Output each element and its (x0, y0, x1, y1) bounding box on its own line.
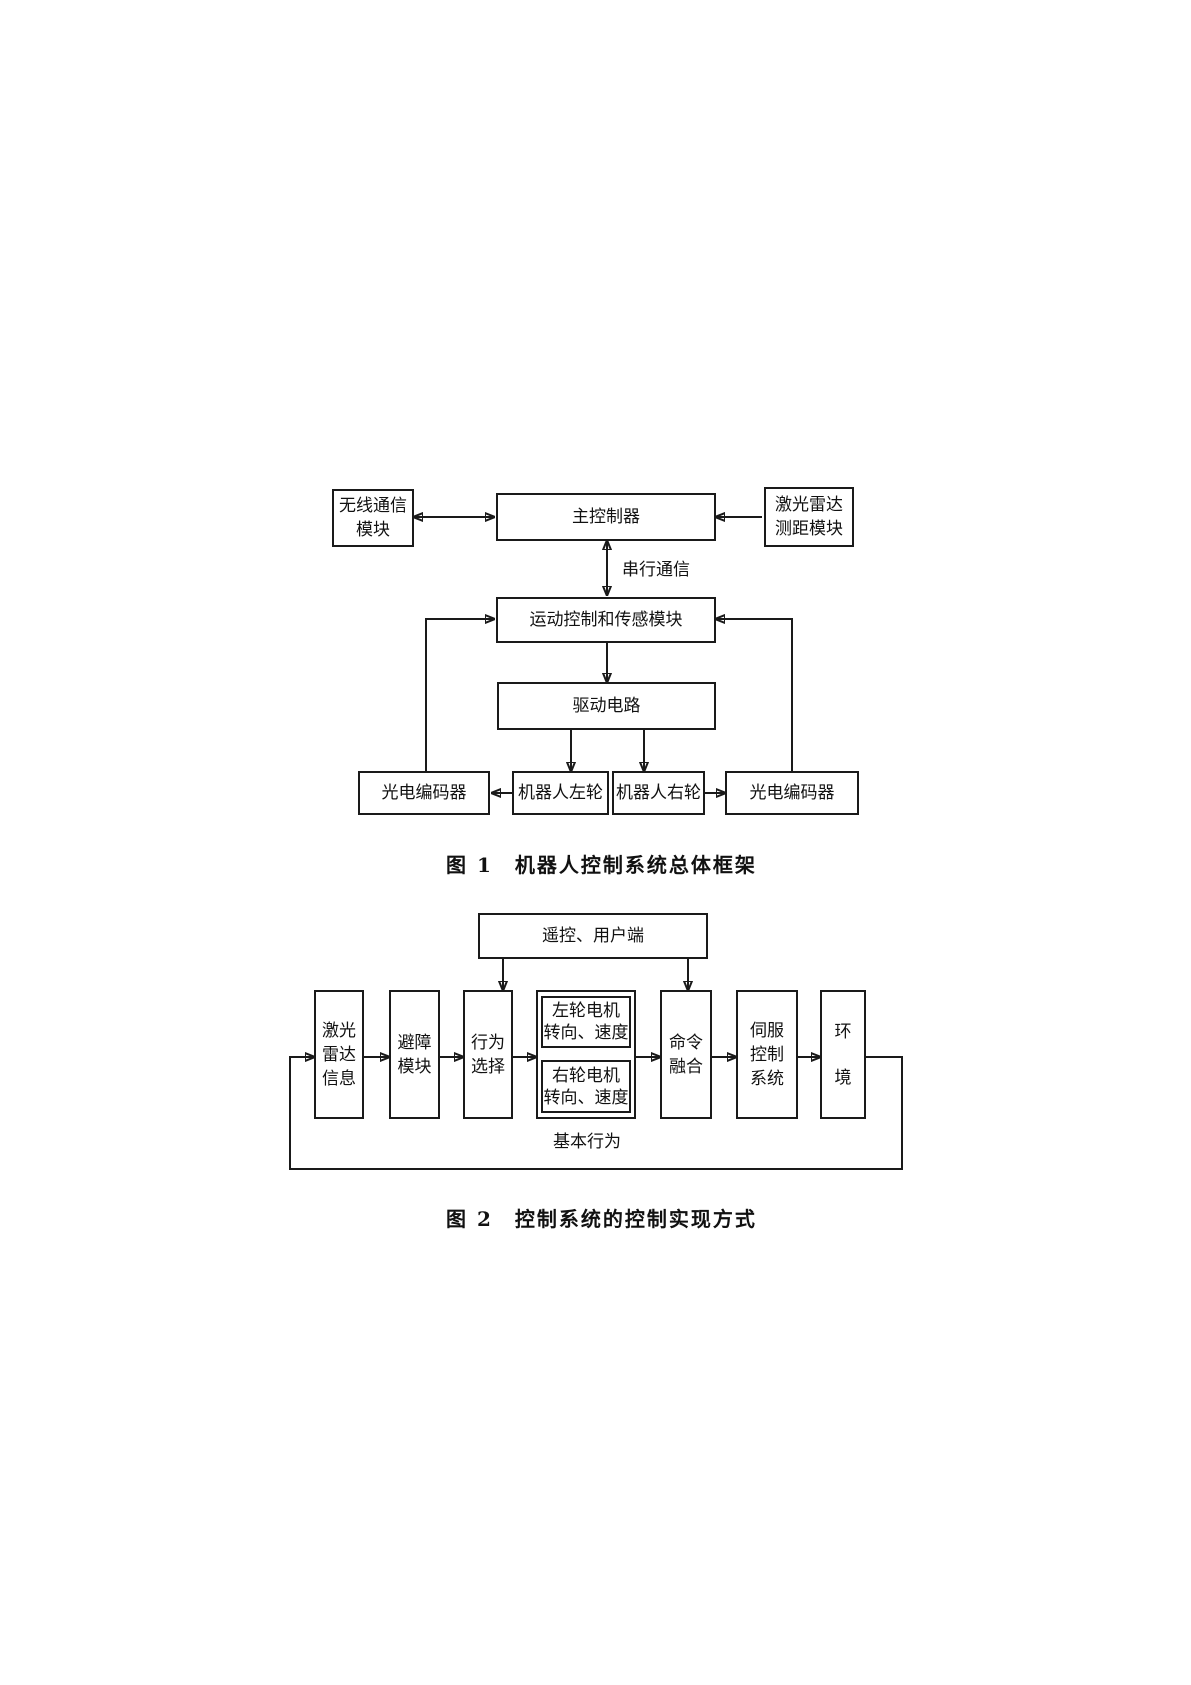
command-fusion-label-1: 命令 (669, 1031, 703, 1055)
figure-1-caption: 图 1 机器人控制系统总体框架 (446, 849, 757, 878)
motion-module-box: 运动控制和传感模块 (496, 597, 716, 643)
lidar-info-label-3: 信息 (322, 1067, 356, 1091)
left-motor-label-1: 左轮电机 (552, 1000, 620, 1022)
left-motor-label-2: 转向、速度 (544, 1022, 629, 1044)
left-encoder-box: 光电编码器 (358, 771, 490, 815)
environment-label-1: 环 (835, 1020, 852, 1044)
environment-box: 环 境 (820, 990, 866, 1119)
left-encoder-label: 光电编码器 (382, 782, 467, 804)
figure-2-caption: 图 2 控制系统的控制实现方式 (446, 1203, 757, 1232)
lidar-label-2: 测距模块 (775, 517, 843, 541)
behavior-select-label-2: 选择 (471, 1055, 505, 1079)
lidar-info-label-1: 激光 (322, 1019, 356, 1043)
right-motor-label-1: 右轮电机 (552, 1065, 620, 1087)
remote-user-box: 遥控、用户端 (478, 913, 708, 959)
obstacle-avoid-label-2: 模块 (398, 1055, 432, 1079)
right-wheel-label: 机器人右轮 (616, 782, 701, 804)
servo-control-label-2: 控制 (750, 1043, 784, 1067)
main-controller-label: 主控制器 (572, 506, 640, 528)
right-motor-label-2: 转向、速度 (544, 1087, 629, 1109)
environment-label-2: 境 (835, 1066, 852, 1090)
feedback-right-encoder (716, 619, 792, 771)
drive-circuit-box: 驱动电路 (497, 682, 716, 730)
left-motor-box: 左轮电机 转向、速度 (541, 996, 631, 1048)
remote-user-label: 遥控、用户端 (542, 925, 644, 947)
feedback-left-encoder (426, 619, 494, 771)
servo-control-label-3: 系统 (750, 1067, 784, 1091)
motion-module-label: 运动控制和传感模块 (530, 609, 683, 631)
left-wheel-box: 机器人左轮 (512, 771, 609, 815)
servo-control-box: 伺服 控制 系统 (736, 990, 798, 1119)
main-controller-box: 主控制器 (496, 493, 716, 541)
behavior-select-box: 行为 选择 (463, 990, 513, 1119)
right-motor-box: 右轮电机 转向、速度 (541, 1060, 631, 1113)
basic-behavior-label: 基本行为 (553, 1131, 621, 1153)
drive-circuit-label: 驱动电路 (573, 695, 641, 717)
wireless-label-1: 无线通信 (339, 494, 407, 518)
left-wheel-label: 机器人左轮 (518, 782, 603, 804)
lidar-info-box: 激光 雷达 信息 (314, 990, 364, 1119)
command-fusion-box: 命令 融合 (660, 990, 712, 1119)
obstacle-avoid-box: 避障 模块 (389, 990, 440, 1119)
wireless-label-2: 模块 (356, 518, 390, 542)
command-fusion-label-2: 融合 (669, 1055, 703, 1079)
lidar-label-1: 激光雷达 (775, 493, 843, 517)
behavior-select-label-1: 行为 (471, 1031, 505, 1055)
obstacle-avoid-label-1: 避障 (398, 1031, 432, 1055)
servo-control-label-1: 伺服 (750, 1019, 784, 1043)
right-encoder-label: 光电编码器 (750, 782, 835, 804)
lidar-module-box: 激光雷达 测距模块 (764, 487, 854, 547)
wireless-module-box: 无线通信 模块 (332, 489, 414, 547)
serial-comm-label: 串行通信 (622, 559, 690, 581)
right-wheel-box: 机器人右轮 (612, 771, 705, 815)
right-encoder-box: 光电编码器 (725, 771, 859, 815)
lidar-info-label-2: 雷达 (322, 1043, 356, 1067)
